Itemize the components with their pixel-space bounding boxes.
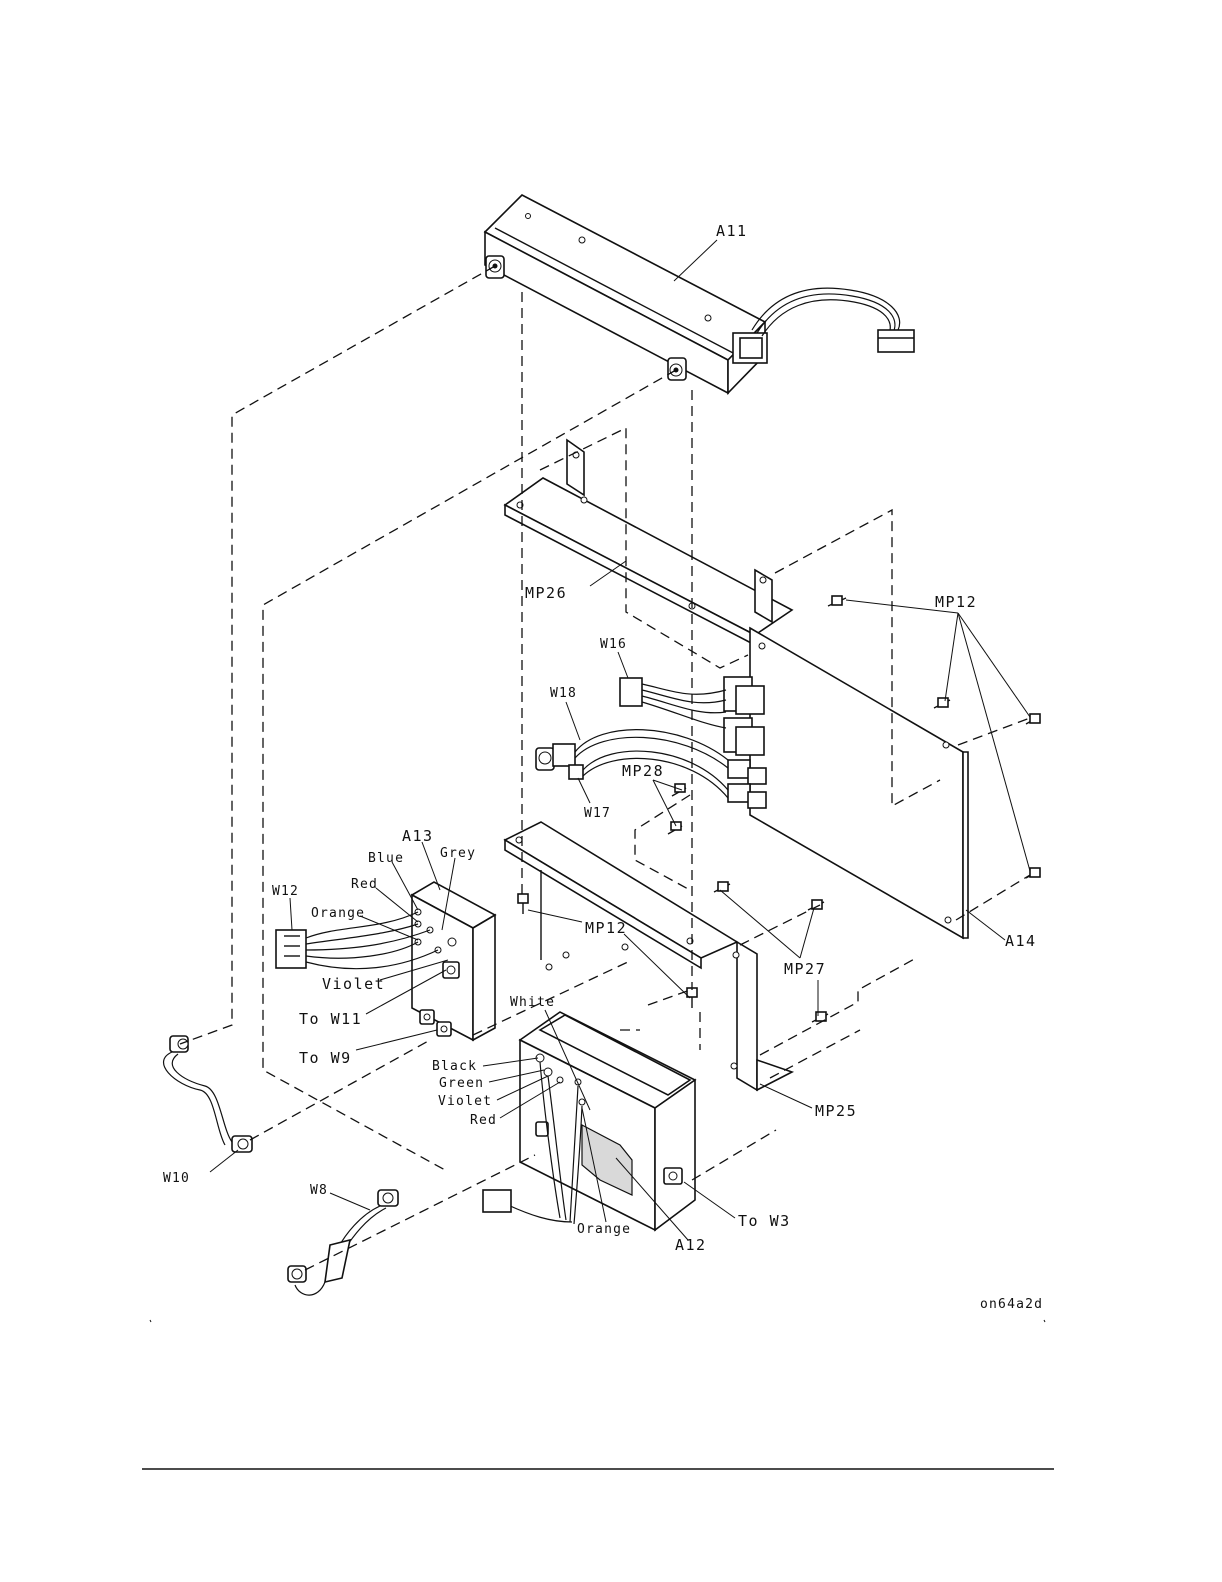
label-a14: A14: [1005, 932, 1037, 950]
mp26-bracket: [505, 440, 792, 645]
label-w16: W16: [600, 637, 627, 652]
label-orange-a12: Orange: [577, 1222, 631, 1237]
label-green: Green: [439, 1076, 484, 1091]
label-orange-a13: Orange: [311, 906, 365, 921]
a13-module: [412, 882, 495, 1040]
label-to-w9: To W9: [299, 1049, 352, 1067]
label-violet-a13: Violet: [322, 975, 385, 993]
label-mp27: MP27: [784, 960, 826, 978]
label-mp25: MP25: [815, 1102, 857, 1120]
label-mp12-top: MP12: [935, 593, 977, 611]
label-w17: W17: [584, 806, 611, 821]
label-a11: A11: [716, 222, 748, 240]
label-to-w11: To W11: [299, 1010, 362, 1028]
label-red-a12: Red: [470, 1113, 497, 1128]
label-mp12-mid: MP12: [585, 919, 627, 937]
label-a13: A13: [402, 827, 434, 845]
a12-module: [483, 1012, 695, 1230]
w10-cable: [164, 1036, 252, 1152]
a11-module: [485, 195, 914, 393]
label-w8: W8: [310, 1183, 328, 1198]
label-red-a13: Red: [351, 877, 378, 892]
a14-board: [724, 628, 968, 938]
label-w12: W12: [272, 884, 299, 899]
w16-cable: [620, 678, 726, 728]
label-mp28: MP28: [622, 762, 664, 780]
label-a12: A12: [675, 1236, 707, 1254]
figure-id: on64a2d: [980, 1297, 1043, 1312]
page-marks: [142, 1320, 1054, 1469]
mp28-screws: [668, 784, 686, 834]
label-mp26: MP26: [525, 584, 567, 602]
mp27-screws: [714, 882, 828, 1022]
w8-cable: [288, 1190, 398, 1295]
label-w18: W18: [550, 686, 577, 701]
label-grey: Grey: [440, 846, 476, 861]
label-black: Black: [432, 1059, 477, 1074]
label-to-w3: To W3: [738, 1212, 791, 1230]
label-white: White: [510, 995, 555, 1010]
label-w10: W10: [163, 1171, 190, 1186]
label-blue: Blue: [368, 851, 404, 866]
label-violet-a12: Violet: [438, 1094, 492, 1109]
